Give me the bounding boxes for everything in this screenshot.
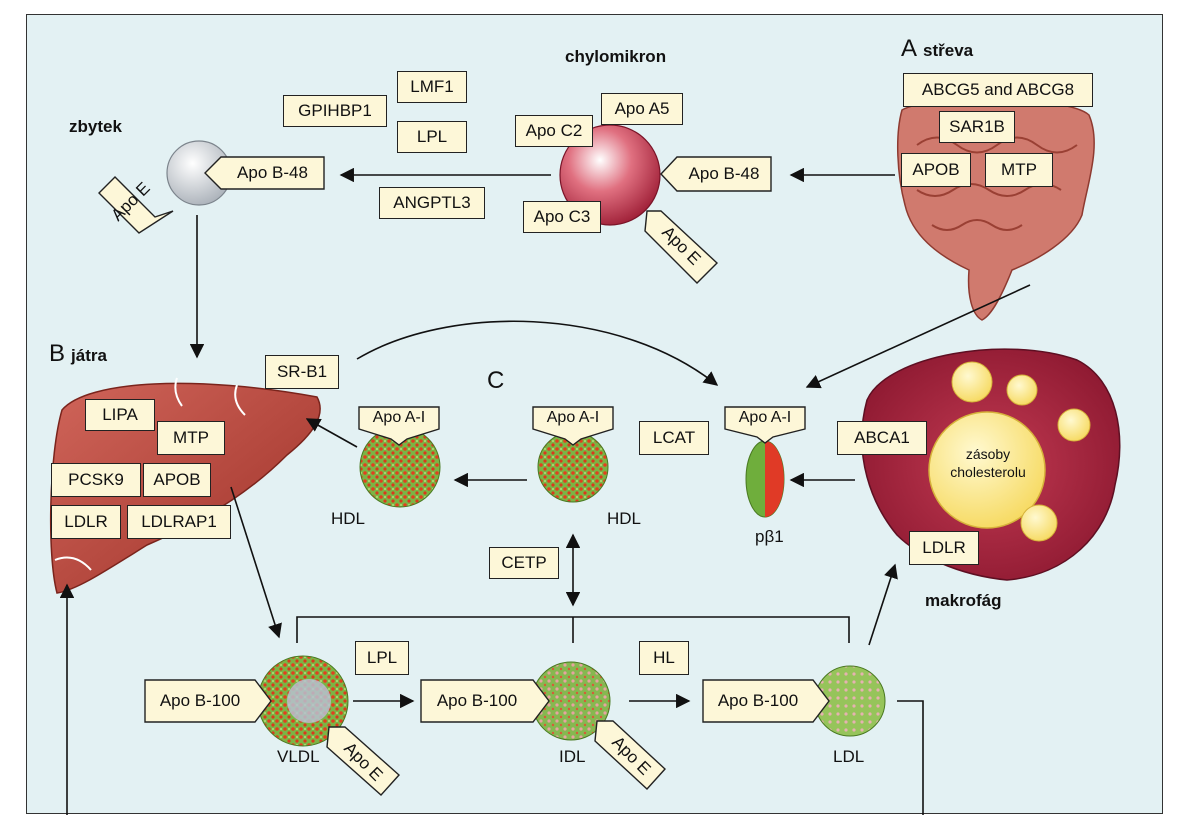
apo-b48-chylomicron-tag: Apo B-48 xyxy=(688,164,760,183)
vldl-particle xyxy=(257,655,349,747)
sr-b1-box: SR-B1 xyxy=(265,355,339,389)
apo-b100-idl-tag: Apo B-100 xyxy=(436,691,518,710)
lcat-box: LCAT xyxy=(639,421,709,455)
macrophage-illustration xyxy=(861,348,1121,581)
idl-label: IDL xyxy=(559,747,586,766)
chylomicron-particle xyxy=(559,124,661,226)
mtp-intestine-box: MTP xyxy=(985,153,1053,187)
chylomicron-label: chylomikron xyxy=(565,47,667,66)
lpl-bottom-box: LPL xyxy=(355,641,409,675)
section-c-label: C xyxy=(487,367,504,395)
apob-intestine-box: APOB xyxy=(901,153,971,187)
lmf1-box: LMF1 xyxy=(397,71,467,103)
section-b-name: játra xyxy=(71,346,107,365)
abcg5-abcg8-box: ABCG5 and ABCG8 xyxy=(903,73,1093,107)
apo-b48-remnant-tag: Apo B-48 xyxy=(237,163,308,182)
section-c-letter: C xyxy=(487,367,505,394)
ldlr-macrophage-box: LDLR xyxy=(909,531,979,565)
apo-ai-hdl-mature-tag: Apo A-I xyxy=(372,409,426,426)
macrophage-label: makrofág xyxy=(925,591,1002,610)
apo-b100-ldl-tag: Apo B-100 xyxy=(717,691,799,710)
pcsk9-box: PCSK9 xyxy=(51,463,141,497)
pb1-label: pβ1 xyxy=(755,527,784,546)
cholesterol-stores-label: zásoby cholesterolu xyxy=(950,446,1026,480)
hl-box: HL xyxy=(639,641,689,675)
vldl-label: VLDL xyxy=(277,747,320,766)
angptl3-box: ANGPTL3 xyxy=(379,187,485,219)
lipa-box: LIPA xyxy=(85,399,155,431)
hdl-nascent-label: HDL xyxy=(607,509,642,528)
section-a-letter: A xyxy=(901,35,918,62)
apo-ai-hdl-nascent-tag: Apo A-I xyxy=(546,409,600,426)
section-a-name: střeva xyxy=(923,41,974,60)
apo-c2-tag: Apo C2 xyxy=(515,115,593,147)
sar1b-box: SAR1B xyxy=(939,111,1015,143)
gpihbp1-box: GPIHBP1 xyxy=(283,95,387,127)
abca1-box: ABCA1 xyxy=(837,421,927,455)
apob-liver-box: APOB xyxy=(143,463,211,497)
arrows xyxy=(59,167,1031,815)
apo-ai-pb1-tag: Apo A-I xyxy=(738,409,792,426)
cetp-box: CETP xyxy=(489,547,559,579)
hdl-mature-label: HDL xyxy=(331,509,366,528)
pb1-particle xyxy=(745,440,785,518)
ldl-label: LDL xyxy=(833,747,865,766)
tag-shapes xyxy=(98,156,830,796)
lpl-top-box: LPL xyxy=(397,121,467,153)
apo-a5-tag: Apo A5 xyxy=(601,93,683,125)
remnant-label: zbytek xyxy=(69,117,122,136)
mtp-liver-box: MTP xyxy=(157,421,225,455)
apo-b100-vldl-tag: Apo B-100 xyxy=(159,691,241,710)
ldlr-liver-box: LDLR xyxy=(51,505,121,539)
apo-c3-tag: Apo C3 xyxy=(523,201,601,233)
section-b-letter: B xyxy=(49,340,66,367)
ldlrap1-box: LDLRAP1 xyxy=(127,505,231,539)
